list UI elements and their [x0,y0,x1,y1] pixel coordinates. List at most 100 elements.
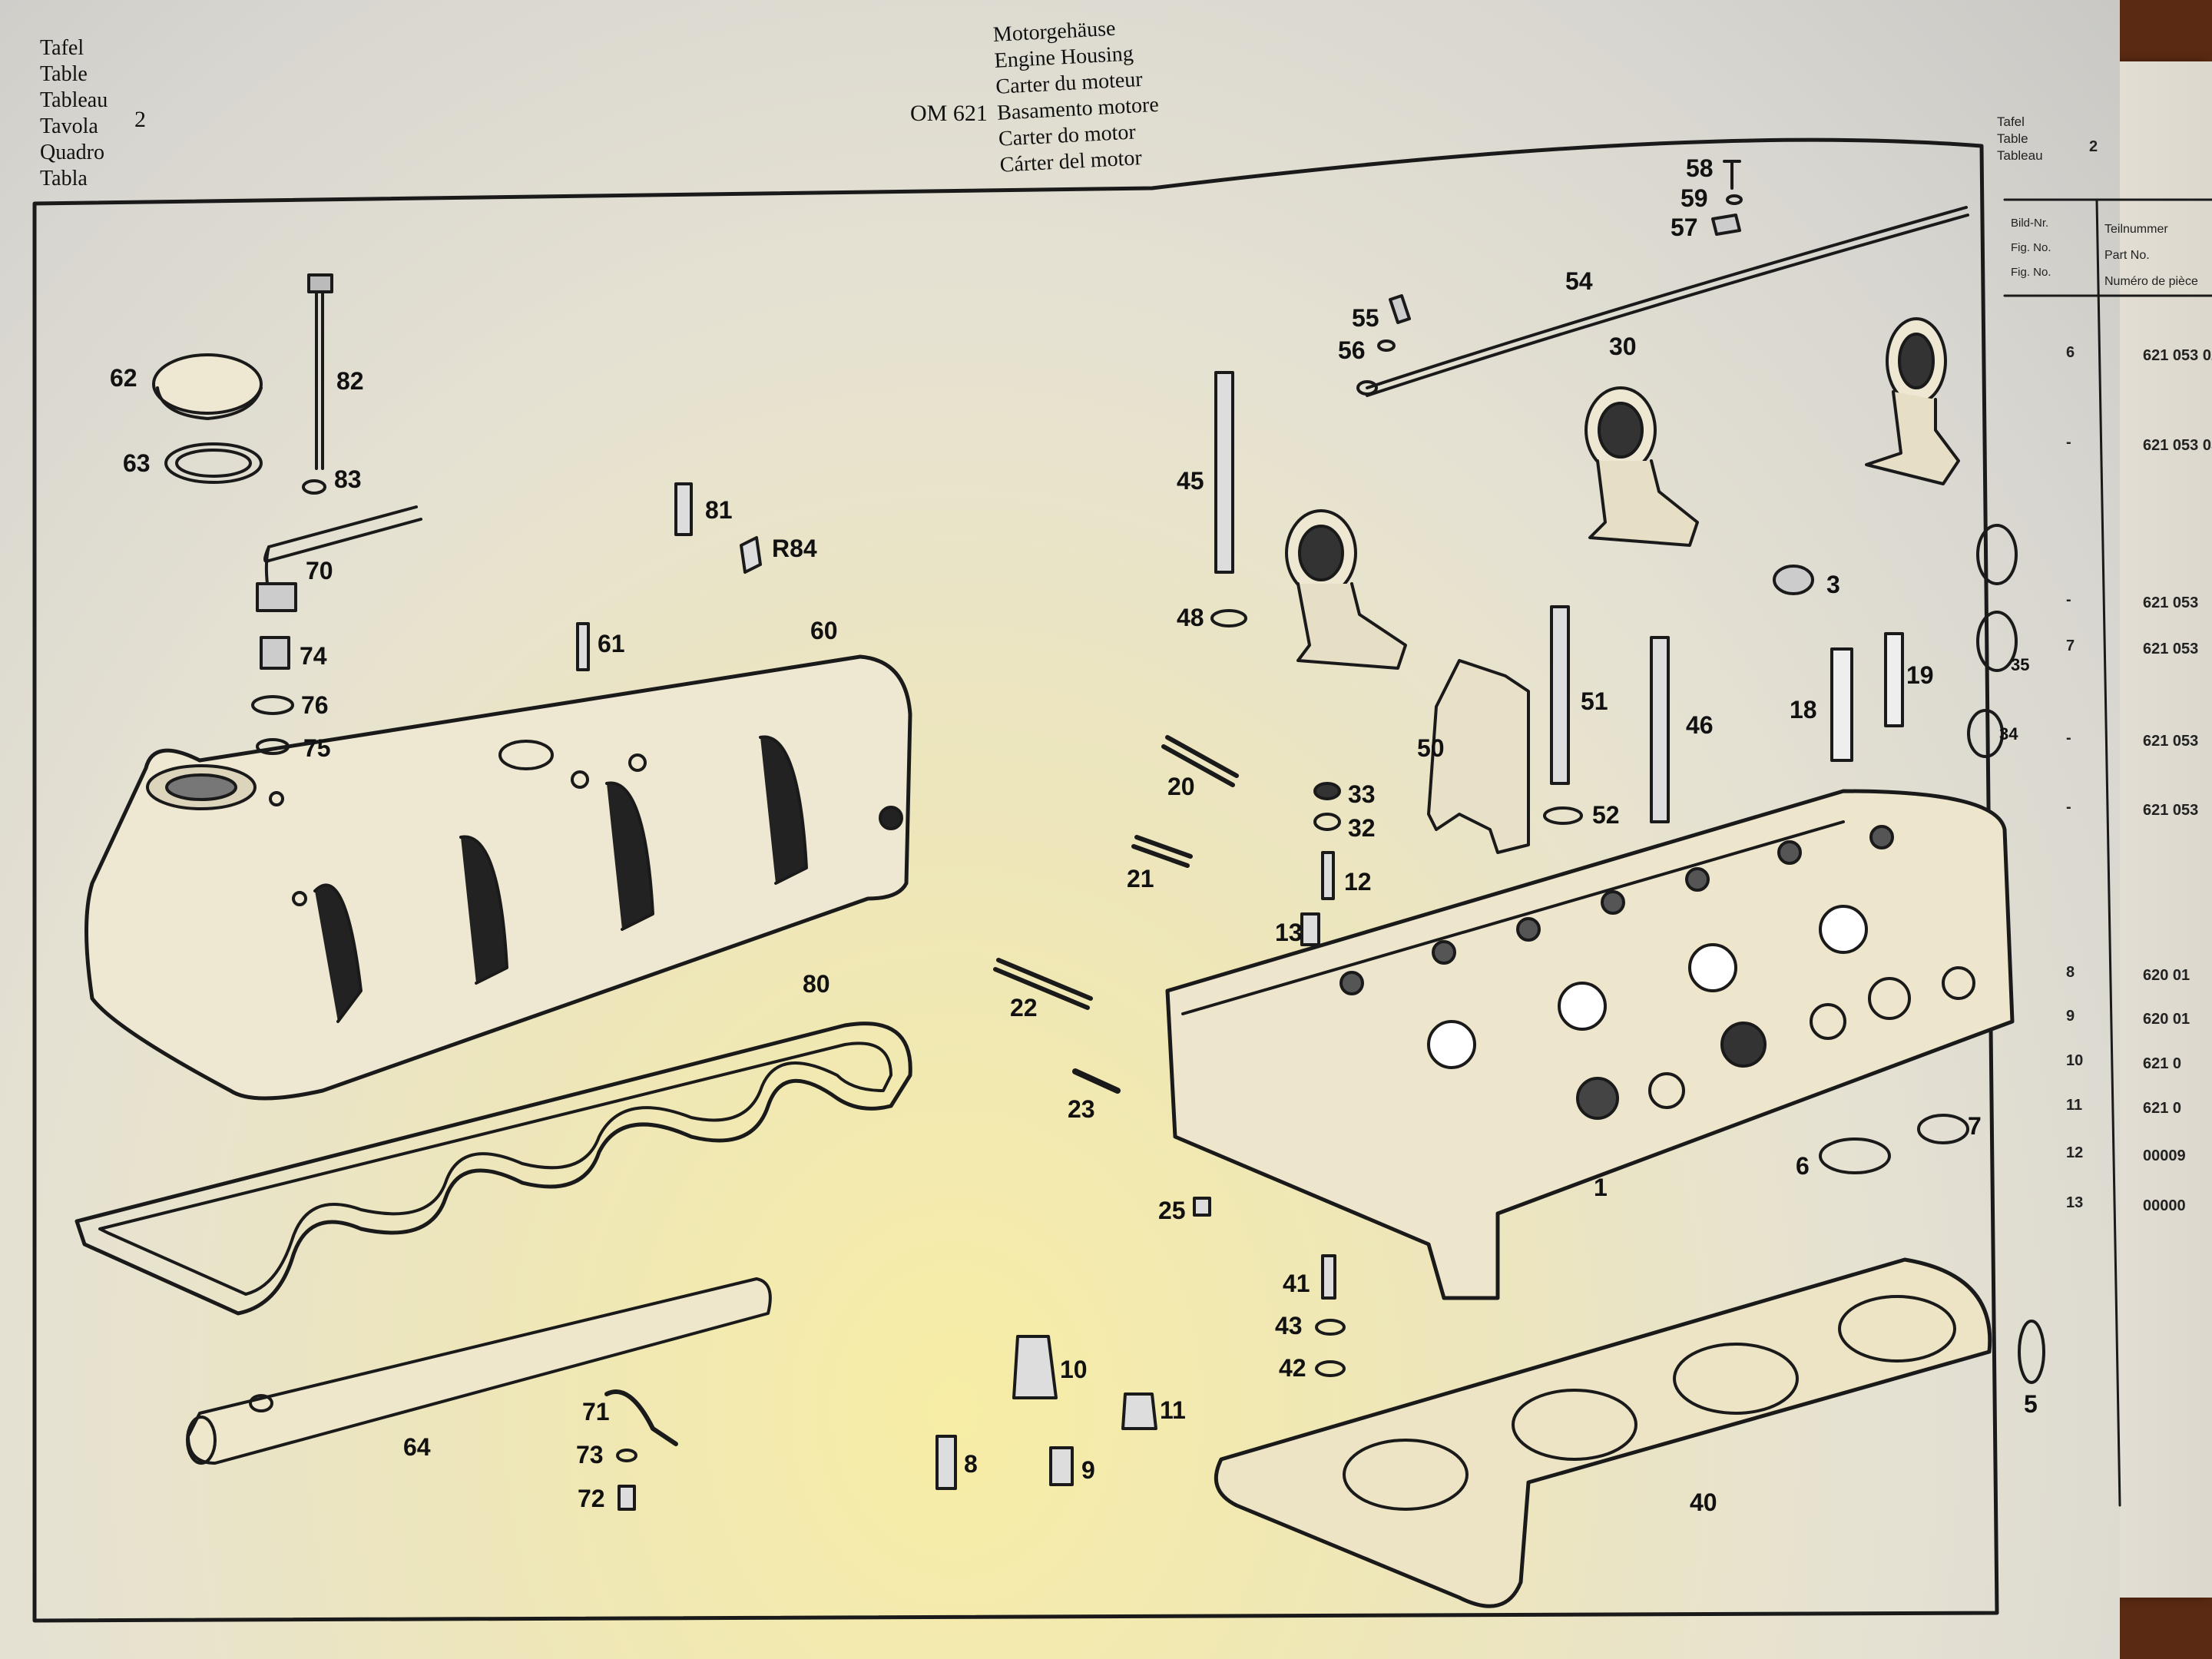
oil-filler-cap [152,353,263,415]
right-table-words: Tafel Table Tableau [1997,114,2043,164]
part-label: 23 [1068,1095,1095,1123]
part-label: 72 [578,1485,605,1512]
fig-number-cell: 12 [2066,1144,2084,1161]
fig-number-cell: 10 [2066,1052,2084,1069]
part-label: 25 [1158,1197,1186,1224]
fig-number-cell: 8 [2066,964,2075,981]
part-label: 30 [1609,333,1637,360]
fig-header-line: Fig. No. [2011,266,2051,279]
part-label: 51 [1581,687,1608,715]
bracket-50 [1427,659,1530,854]
fig-number-cell: 13 [2066,1194,2084,1211]
part-label: 57 [1671,214,1698,241]
part-number-cell: 00000 [2143,1197,2186,1214]
part-label: 9 [1081,1456,1095,1484]
part-label: 55 [1352,304,1379,332]
part-label: 20 [1167,773,1195,800]
right-table-word: Tableau [1997,148,2043,163]
valve-cover-gasket [75,1022,912,1316]
part-label: 74 [300,642,327,670]
part-label: 56 [1338,336,1366,364]
part-label: 22 [1010,994,1038,1022]
head-gasket [1214,1257,1992,1608]
part-label: 61 [598,630,625,657]
part-label: 70 [306,557,333,584]
long-bolt-46 [1650,636,1670,823]
part-label: 12 [1344,868,1372,896]
part-label: 34 [1999,724,2018,743]
part-number-cell: 621 0 [2143,1100,2182,1117]
fig-number-cell: 7 [2066,637,2075,654]
fig-number-cell: - [2066,434,2071,451]
part-label: 81 [705,496,733,524]
engine-model: OM 621 [910,101,988,126]
oil-pipe-70 [263,505,422,585]
part-label: 64 [403,1433,431,1461]
valve-cover [84,654,912,1101]
part-number-cell: 621 053 [2143,594,2199,611]
table-word-fr: Tableau [40,88,108,112]
part-label: 45 [1177,467,1204,495]
part-label: 8 [964,1450,978,1478]
part-label: 7 [1968,1112,1982,1140]
rocker-stand-right [1865,317,1960,485]
part-label: 75 [303,734,331,762]
part-label: 59 [1681,184,1708,212]
part-number-cell: 621 053 02 [2143,347,2212,364]
part-label: 18 [1790,696,1817,724]
part-label: 21 [1127,865,1154,892]
part-label: 43 [1275,1312,1303,1339]
part-label: 48 [1177,604,1204,631]
part-header-line: Part No. [2104,249,2150,262]
part-label: 80 [803,970,830,998]
part-number-cell: 620 01 [2143,967,2190,984]
fig-column-header: Bild-Nr. Fig. No. Fig. No. [2011,211,2051,285]
oil-line-54 [1366,206,1969,397]
fig-number-cell: 6 [2066,344,2075,361]
long-bolt-51 [1550,605,1570,785]
part-label: 6 [1796,1152,1810,1180]
table-word-es: Tabla [40,167,88,190]
part-number-cell: 621 053 03 [2143,437,2212,454]
fig-number-cell: 11 [2066,1097,2083,1114]
part-label: 3 [1826,571,1840,598]
right-table-word: Tafel [1997,114,2025,129]
part-label: 63 [123,449,151,477]
rocker-stand-center [1584,386,1699,547]
table-word-it: Tavola [40,114,98,138]
part-label: 50 [1417,734,1445,762]
part-number-cell: 621 0 [2143,1055,2182,1072]
seal-ring-6 [1819,1137,1891,1174]
seal-ring-7 [1917,1114,1969,1144]
part-label: 19 [1906,661,1934,689]
part-label: 32 [1348,814,1376,842]
part-label: 82 [336,367,364,395]
right-table-number: 2 [2089,138,2098,155]
part-label: 54 [1565,267,1593,295]
table-word-pt: Quadro [40,141,104,164]
part-label: 73 [576,1441,604,1469]
part-column-header: Teilnummer Part No. Numéro de pièce [2104,217,2198,295]
right-table-word: Table [1997,131,2028,146]
part-label: R84 [772,535,817,562]
part-label: 52 [1592,801,1620,829]
part-header-line: Numéro de pièce [2104,275,2198,288]
cylinder-head [1165,789,2015,1300]
part-label: 42 [1279,1354,1306,1382]
table-word-list: Tafel Table Tableau Tavola Quadro Tabla [40,35,108,191]
part-label: 35 [2011,655,2030,674]
part-label: 11 [1160,1396,1186,1424]
part-number-cell: 621 053 [2143,733,2199,750]
diagram-frame [32,137,1999,1623]
table-word-en: Table [40,62,88,86]
part-label: 10 [1060,1356,1088,1383]
table-word-de: Tafel [40,36,84,60]
part-label: 41 [1283,1270,1310,1297]
fig-number-cell: - [2066,799,2071,816]
housing-title-list: Motorgehäuse Engine Housing Carter du mo… [992,13,1162,178]
fig-number-cell: - [2066,591,2071,608]
part-header-line: Teilnummer [2104,223,2168,236]
table-number: 2 [134,107,146,132]
